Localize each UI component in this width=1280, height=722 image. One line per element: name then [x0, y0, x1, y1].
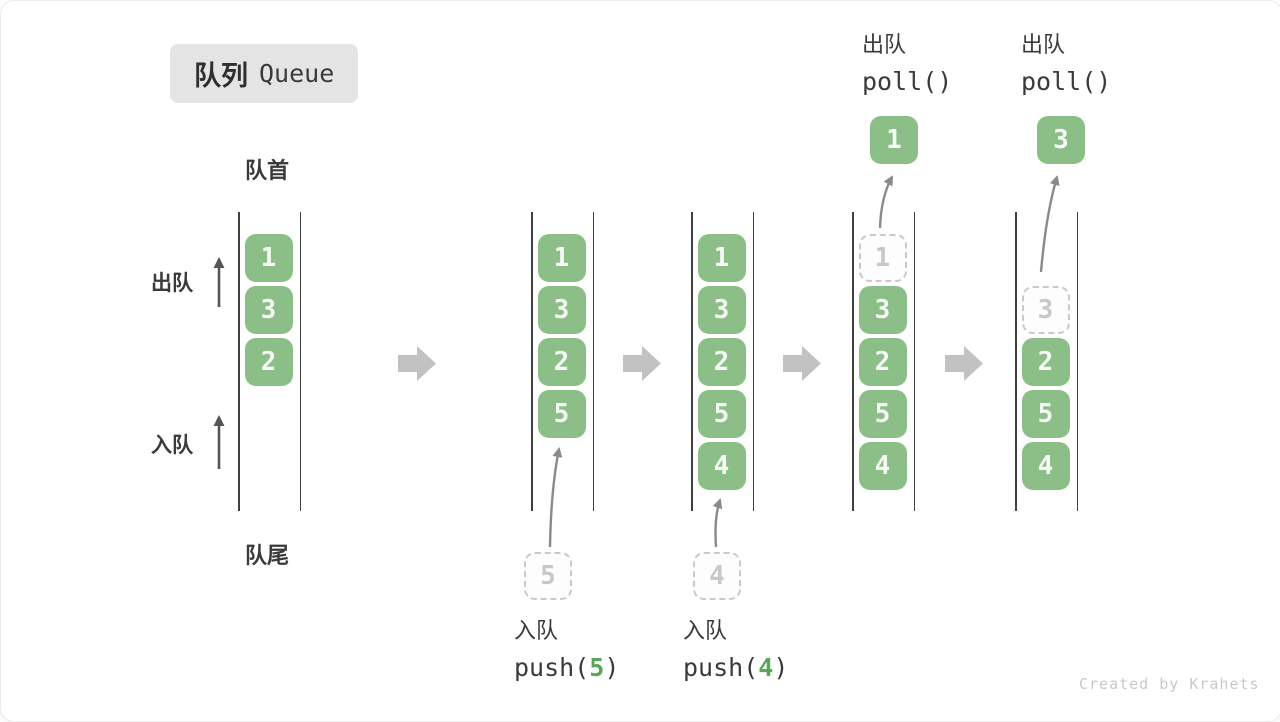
queue-channel-line	[913, 212, 916, 511]
code-prefix: push(	[514, 653, 590, 682]
queue-item-box: 2	[858, 338, 907, 386]
queue-channel-line	[299, 212, 302, 511]
queue-item-box: 5	[1021, 390, 1070, 438]
incoming-item-box: 4	[693, 552, 741, 600]
dequeue-op-code: poll()	[862, 67, 953, 96]
stage-arrow-icon	[398, 346, 436, 381]
queue-item-box: 5	[537, 390, 586, 438]
queue-item-box: 2	[244, 338, 293, 386]
stage-arrow-icon	[783, 346, 821, 381]
queue-channel-line	[531, 212, 533, 511]
queue-item-box: 3	[537, 286, 586, 334]
dequeue-op-code: poll()	[1021, 67, 1112, 96]
polled-item-box: 1	[870, 116, 918, 164]
enqueue-op: 入队 push(4)	[683, 613, 788, 682]
dequeue-op: 出队 poll()	[862, 27, 952, 96]
code-arg: 5	[589, 653, 605, 682]
watermark: Created by Krahets	[1079, 675, 1260, 693]
move-arrow-icon	[548, 447, 563, 548]
removed-item-box: 1	[858, 234, 907, 282]
queue-item-box: 4	[697, 442, 746, 490]
dequeue-op-label: 出队	[862, 32, 907, 57]
queue-item-box: 1	[537, 234, 586, 282]
code-suffix: )	[773, 653, 789, 682]
queue-channel-line	[1015, 212, 1017, 511]
enqueue-op-code: push(4)	[683, 653, 788, 682]
queue-item-box: 4	[1021, 442, 1070, 490]
title-en: Queue	[259, 59, 335, 88]
queue-item-box: 4	[858, 442, 907, 490]
removed-item-box: 3	[1021, 286, 1070, 334]
move-arrow-icon	[878, 175, 894, 229]
dequeue-side-label: 出队	[151, 272, 193, 295]
polled-item-box: 3	[1037, 116, 1085, 164]
enqueue-op-code: push(5)	[514, 653, 619, 682]
code-arg: 4	[758, 653, 774, 682]
move-arrow-icon	[712, 498, 723, 548]
queue-item-box: 2	[1021, 338, 1070, 386]
stage-arrow-icon	[623, 346, 661, 381]
queue-channel-line	[691, 212, 693, 511]
queue-item-box: 1	[244, 234, 293, 282]
dequeue-op-label: 出队	[1021, 32, 1066, 57]
stage-arrow-icon	[945, 346, 983, 381]
code-suffix: )	[604, 653, 620, 682]
queue-item-box: 5	[858, 390, 907, 438]
queue-channel-line	[238, 212, 240, 511]
title-badge: 队列 Queue	[170, 44, 359, 103]
title-zh: 队列	[194, 61, 248, 91]
queue-item-box: 3	[244, 286, 293, 334]
queue-item-box: 3	[858, 286, 907, 334]
queue-item-box: 2	[537, 338, 586, 386]
queue-channel-line	[592, 212, 595, 511]
queue-channel-line	[752, 212, 755, 511]
queue-channel-line	[1076, 212, 1079, 511]
enqueue-op-label: 入队	[683, 618, 728, 643]
enqueue-op-label: 入队	[514, 618, 559, 643]
queue-item-box: 1	[697, 234, 746, 282]
move-arrow-icon	[1039, 175, 1060, 273]
queue-channel-line	[852, 212, 854, 511]
queue-item-box: 3	[697, 286, 746, 334]
incoming-item-box: 5	[524, 552, 572, 600]
queue-rear-label: 队尾	[245, 543, 290, 568]
enqueue-side-label: 入队	[151, 434, 193, 457]
queue-front-label: 队首	[245, 158, 290, 183]
code-prefix: push(	[683, 653, 759, 682]
enqueue-op: 入队 push(5)	[514, 613, 619, 682]
dequeue-op: 出队 poll()	[1021, 27, 1111, 96]
queue-item-box: 5	[697, 390, 746, 438]
queue-item-box: 2	[697, 338, 746, 386]
